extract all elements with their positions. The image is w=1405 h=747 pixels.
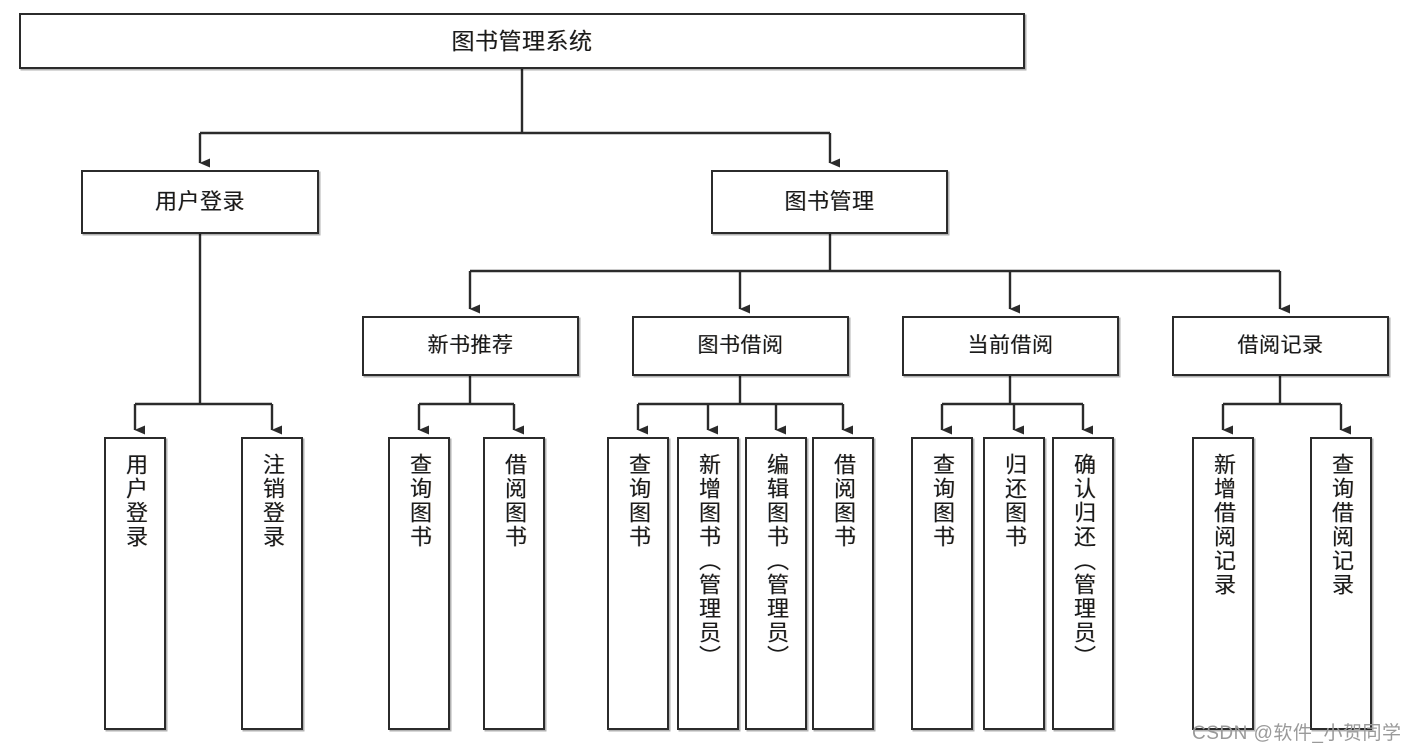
node-book-borrow[interactable]: 图书借阅 [632, 316, 849, 376]
node-new-book-recommend[interactable]: 新书推荐 [362, 316, 579, 376]
node-leaf-query-book-2-label: 查询图书 [625, 453, 651, 549]
node-leaf-user-login[interactable]: 用户登录 [104, 437, 166, 730]
node-leaf-add-book[interactable]: 新增图书（管理员） [677, 437, 739, 730]
node-leaf-edit-book[interactable]: 编辑图书（管理员） [745, 437, 807, 730]
node-borrow-record[interactable]: 借阅记录 [1172, 316, 1389, 376]
node-leaf-user-login-label: 用户登录 [122, 453, 148, 549]
node-current-borrow-label: 当前借阅 [967, 333, 1054, 357]
node-leaf-query-book-1-label: 查询图书 [406, 453, 432, 549]
node-leaf-borrow-book-1[interactable]: 借阅图书 [483, 437, 545, 730]
node-leaf-query-book-1[interactable]: 查询图书 [388, 437, 450, 730]
node-root-system[interactable]: 图书管理系统 [19, 13, 1025, 69]
node-leaf-confirm-return-label: 确认归还（管理员） [1070, 453, 1096, 669]
node-leaf-add-borrow-record-label: 新增借阅记录 [1210, 453, 1236, 597]
node-borrow-record-label: 借阅记录 [1237, 333, 1324, 357]
node-leaf-logout-login[interactable]: 注销登录 [241, 437, 303, 730]
node-book-manage[interactable]: 图书管理 [711, 170, 948, 234]
node-leaf-confirm-return[interactable]: 确认归还（管理员） [1052, 437, 1114, 730]
node-leaf-borrow-book-1-label: 借阅图书 [501, 453, 527, 549]
node-leaf-edit-book-label: 编辑图书（管理员） [763, 453, 789, 669]
node-book-manage-label: 图书管理 [784, 189, 875, 215]
node-leaf-add-borrow-record[interactable]: 新增借阅记录 [1192, 437, 1254, 730]
node-leaf-borrow-book-2[interactable]: 借阅图书 [812, 437, 874, 730]
node-new-book-recommend-label: 新书推荐 [427, 333, 514, 357]
node-leaf-query-book-3-label: 查询图书 [929, 453, 955, 549]
node-user-login-label: 用户登录 [154, 189, 245, 215]
node-leaf-return-book[interactable]: 归还图书 [983, 437, 1045, 730]
node-leaf-query-book-3[interactable]: 查询图书 [911, 437, 973, 730]
node-leaf-query-borrow-record-label: 查询借阅记录 [1328, 453, 1354, 597]
node-leaf-borrow-book-2-label: 借阅图书 [830, 453, 856, 549]
node-book-borrow-label: 图书借阅 [697, 333, 784, 357]
csdn-watermark: CSDN @软件_小贺同学 [1192, 723, 1402, 744]
node-leaf-add-book-label: 新增图书（管理员） [695, 453, 721, 669]
node-leaf-return-book-label: 归还图书 [1001, 453, 1027, 549]
node-leaf-query-borrow-record[interactable]: 查询借阅记录 [1310, 437, 1372, 730]
node-leaf-query-book-2[interactable]: 查询图书 [607, 437, 669, 730]
node-root-system-label: 图书管理系统 [451, 27, 593, 54]
node-current-borrow[interactable]: 当前借阅 [902, 316, 1119, 376]
node-leaf-logout-login-label: 注销登录 [259, 453, 285, 549]
node-user-login[interactable]: 用户登录 [81, 170, 319, 234]
